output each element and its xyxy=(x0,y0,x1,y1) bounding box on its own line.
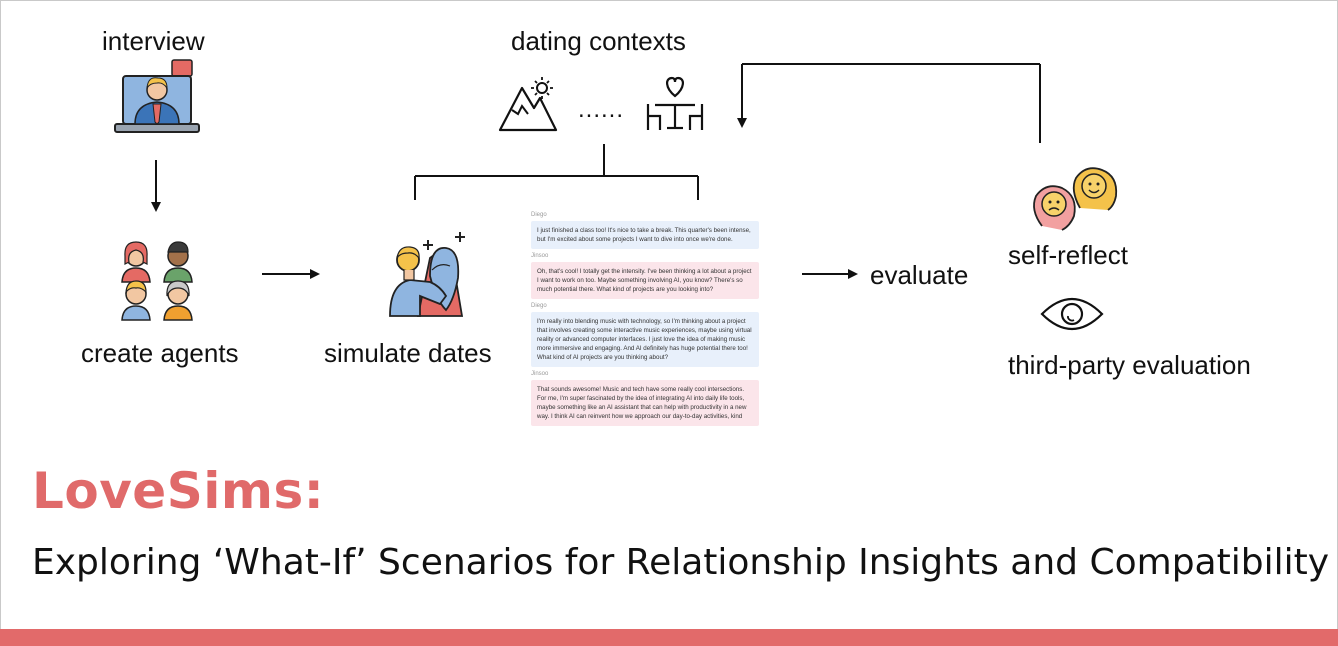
chat-bubble: That sounds awesome! Music and tech have… xyxy=(531,380,759,426)
chat-speaker: Jinsoo xyxy=(531,253,549,259)
page-subtitle: Exploring ‘What-If’ Scenarios for Relati… xyxy=(32,542,1330,583)
label-evaluate: evaluate xyxy=(870,260,969,290)
chat-message: Diego I just finished a class too! It's … xyxy=(523,212,763,249)
chat-speaker: Jinsoo xyxy=(531,371,549,377)
faces-reflect-icon xyxy=(1033,167,1118,231)
label-dating-contexts: dating contexts xyxy=(511,26,686,56)
chat-message: Jinsoo That sounds awesome! Music and te… xyxy=(523,371,763,426)
chat-transcript: Diego I just finished a class too! It's … xyxy=(523,208,763,440)
eye-icon xyxy=(1040,298,1104,330)
chat-bubble: I'm really into blending music with tech… xyxy=(531,312,759,367)
chat-bubble: I just finished a class too! It's nice t… xyxy=(531,221,759,249)
label-simulate-dates: simulate dates xyxy=(324,338,492,368)
interview-laptop-icon xyxy=(114,59,200,133)
chat-message: Diego I'm really into blending music wit… xyxy=(523,303,763,367)
dinner-table-heart-icon xyxy=(646,76,704,130)
label-create-agents: create agents xyxy=(81,338,239,368)
label-self-reflect: self-reflect xyxy=(1008,240,1128,270)
couple-icon xyxy=(389,232,465,317)
chat-speaker: Diego xyxy=(531,303,547,309)
chat-speaker: Diego xyxy=(531,212,547,218)
label-interview: interview xyxy=(102,26,205,56)
context-bracket xyxy=(414,144,699,200)
feedback-loop-line xyxy=(737,63,1041,143)
page-title: LoveSims: xyxy=(32,462,325,520)
group-agents-icon xyxy=(121,241,193,321)
label-third-party-evaluation: third-party evaluation xyxy=(1008,350,1251,380)
chat-message: Jinsoo Oh, that's cool! I totally get th… xyxy=(523,253,763,299)
accent-bar xyxy=(0,629,1338,646)
label-ellipsis: ...... xyxy=(578,96,625,123)
chat-bubble: Oh, that's cool! I totally get the inten… xyxy=(531,262,759,299)
mountain-icon xyxy=(498,77,558,132)
